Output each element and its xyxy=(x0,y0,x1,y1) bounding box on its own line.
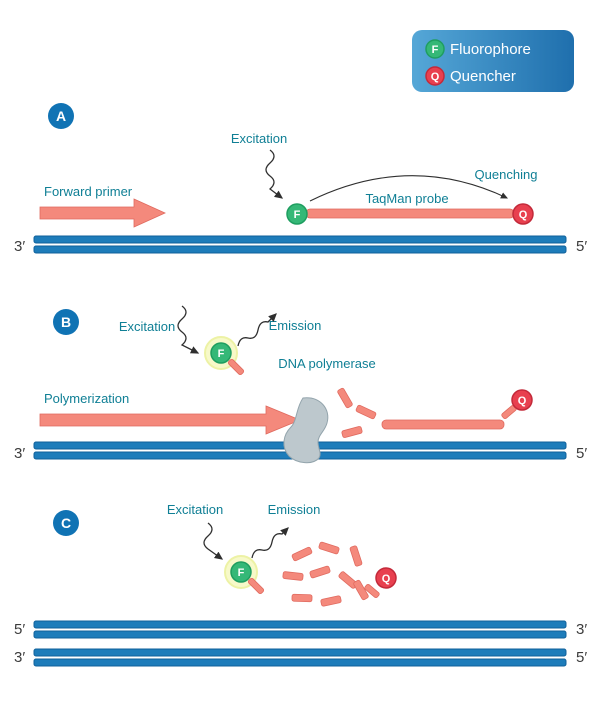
probe-fragment xyxy=(341,426,363,438)
dna-polymerase-label: DNA polymerase xyxy=(278,356,376,371)
panel-a-badge xyxy=(48,103,74,129)
panel-c-letter: C xyxy=(61,515,71,531)
probe-fragment xyxy=(318,541,340,555)
dna-strand-c1-bottom xyxy=(33,630,567,639)
polymerization-label: Polymerization xyxy=(44,391,129,406)
excitation-wave-arrow-c xyxy=(203,522,224,560)
panel-a-letter: A xyxy=(56,108,66,124)
forward-primer-label: Forward primer xyxy=(44,184,133,199)
panel-a-excitation-label: Excitation xyxy=(231,131,287,146)
dna-strand-a-bottom xyxy=(33,245,567,254)
polymerization-arrow xyxy=(39,405,302,435)
probe-fragment xyxy=(320,595,342,607)
quenching-label: Quenching xyxy=(475,167,538,182)
strand-c1-right-end: 3′ xyxy=(576,621,587,638)
fluorophore-a-symbol: F xyxy=(294,209,301,221)
dna-strand-a-top xyxy=(33,235,567,244)
legend-quencher-label: Quencher xyxy=(450,68,516,85)
panel-c: C Excitation Emission F Q 5′ 3′ 3′ 5′ xyxy=(14,502,587,667)
strand-c1-left-end: 5′ xyxy=(14,621,25,638)
legend-box xyxy=(412,30,574,92)
quencher-b-icon xyxy=(511,389,533,411)
probe-fragment xyxy=(355,404,377,420)
strand-b-right-end: 5′ xyxy=(576,445,587,462)
probe-fragment xyxy=(282,571,304,581)
quenching-arc-arrow xyxy=(309,175,508,202)
taqman-probe-bar xyxy=(305,208,515,219)
strand-c2-right-end: 5′ xyxy=(576,649,587,666)
excitation-wave-arrow-b xyxy=(177,305,200,354)
panel-b-badge xyxy=(53,309,79,335)
dna-strand-c2-top xyxy=(33,648,567,657)
quencher-c-symbol: Q xyxy=(382,573,391,585)
legend: F Fluorophore Q Quencher xyxy=(412,30,574,92)
strand-b-left-end: 3′ xyxy=(14,445,25,462)
probe-remnant-bar xyxy=(381,419,505,430)
emission-wave-arrow-b xyxy=(237,313,277,347)
quencher-a-icon xyxy=(512,203,534,225)
fluorophore-a-icon xyxy=(286,203,308,225)
dna-strand-c1-top xyxy=(33,620,567,629)
panel-c-emission-label: Emission xyxy=(268,502,321,517)
probe-fragment xyxy=(309,565,331,579)
fluorophore-stub-c xyxy=(247,577,265,595)
emission-wave-arrow-c xyxy=(251,527,289,559)
probe-fragment xyxy=(349,545,363,567)
quencher-stub-c xyxy=(364,583,380,599)
fluorophore-c-icon xyxy=(230,561,252,583)
panel-b-letter: B xyxy=(61,314,71,330)
panel-c-badge xyxy=(53,510,79,536)
quencher-c-icon xyxy=(375,567,397,589)
strand-a-left-end: 3′ xyxy=(14,238,25,255)
dna-polymerase-blob xyxy=(283,397,329,464)
dna-strand-c2-bottom xyxy=(33,658,567,667)
legend-quencher-symbol: Q xyxy=(431,71,440,83)
quencher-b-symbol: Q xyxy=(518,395,527,407)
fluorophore-stub-b xyxy=(227,358,245,376)
panel-c-excitation-label: Excitation xyxy=(167,502,223,517)
legend-fluorophore-label: Fluorophore xyxy=(450,41,531,58)
fluorophore-b-symbol: F xyxy=(218,348,225,360)
taqman-probe-label: TaqMan probe xyxy=(365,191,448,206)
panel-b-emission-label: Emission xyxy=(269,318,322,333)
quencher-a-symbol: Q xyxy=(519,209,528,221)
panel-a: A Excitation Forward primer TaqMan probe… xyxy=(14,103,587,255)
probe-fragment xyxy=(291,546,313,562)
legend-quencher-icon xyxy=(425,66,445,86)
fluorophore-b-icon xyxy=(210,342,232,364)
probe-fragment xyxy=(337,387,353,409)
panel-b: B Excitation Emission DNA polymerase Pol… xyxy=(14,305,587,464)
excitation-wave-arrow-a xyxy=(265,149,284,199)
forward-primer-arrow xyxy=(39,198,166,228)
strand-c2-left-end: 3′ xyxy=(14,649,25,666)
legend-fluorophore-symbol: F xyxy=(432,44,439,56)
panel-b-excitation-label: Excitation xyxy=(119,319,175,334)
probe-fragment xyxy=(353,579,369,601)
strand-a-right-end: 5′ xyxy=(576,238,587,255)
legend-fluorophore-icon xyxy=(425,39,445,59)
fluorophore-c-symbol: F xyxy=(238,567,245,579)
probe-fragment xyxy=(291,593,313,603)
